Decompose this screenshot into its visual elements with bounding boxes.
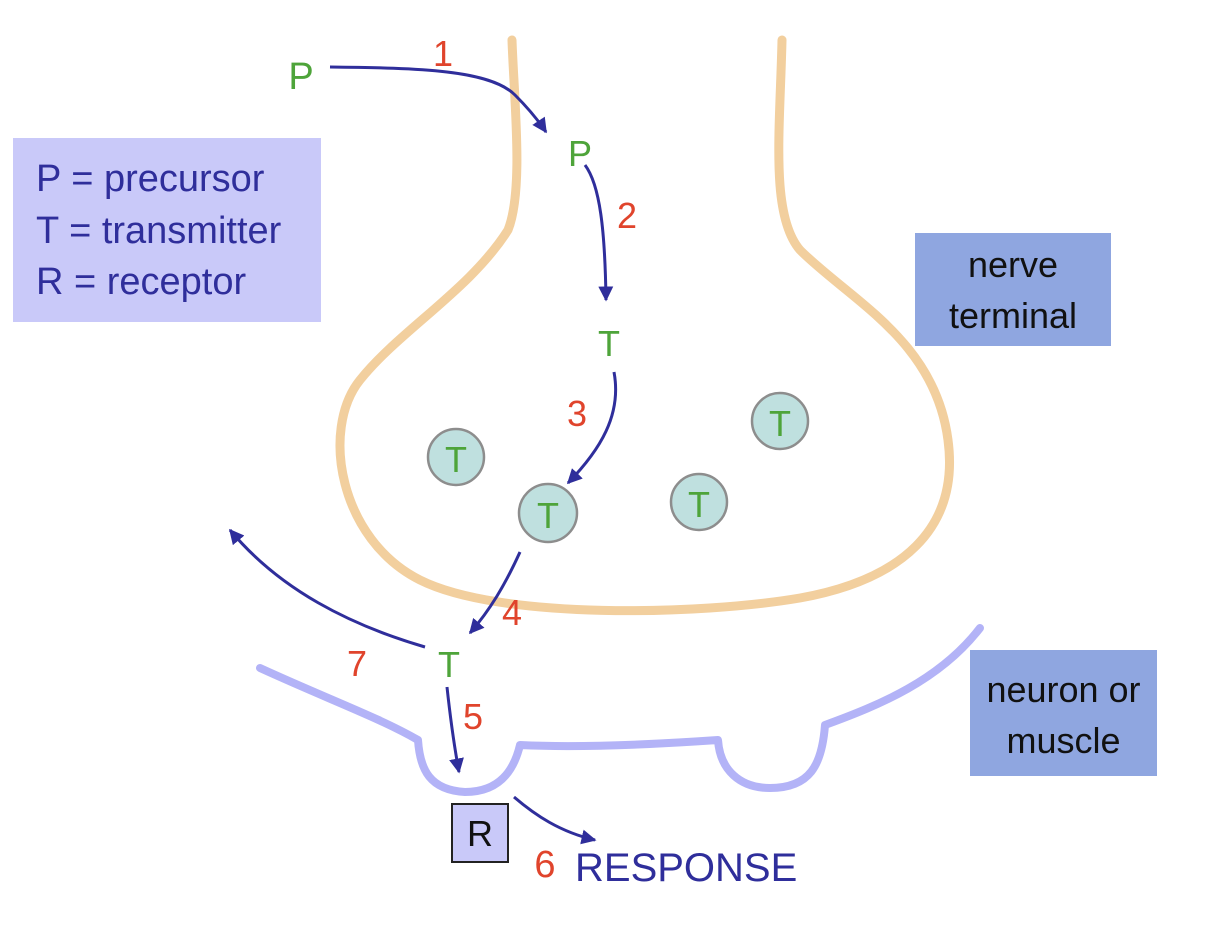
step-2: 2 <box>617 195 637 236</box>
nerve-terminal-membrane <box>335 35 954 616</box>
vesicle-4-label: T <box>769 403 791 444</box>
arrow-step-6 <box>513 795 597 845</box>
vesicle-2-label: T <box>537 495 559 536</box>
vesicle-2: T <box>517 482 579 544</box>
legend-box: P = precursor T = transmitter R = recept… <box>13 138 321 322</box>
vesicle-1-label: T <box>445 439 467 480</box>
step-1: 1 <box>433 33 453 74</box>
arrow-step-5 <box>445 686 464 774</box>
vesicle-1: T <box>426 427 486 487</box>
step-6: 6 <box>534 844 555 886</box>
arrow-step-2 <box>583 164 614 302</box>
receptor: R <box>451 803 509 863</box>
postsynaptic-membrane <box>256 624 984 796</box>
step-7: 7 <box>347 643 367 684</box>
legend-precursor: P = precursor <box>36 158 265 200</box>
transmitter-released: T <box>438 644 460 685</box>
vesicle-4: T <box>750 391 810 451</box>
vesicle-3-label: T <box>688 484 710 525</box>
neuron-or-muscle-label: neuron or muscle <box>970 650 1157 776</box>
nerve-terminal-line-2: terminal <box>948 295 1078 336</box>
neuron-line-2: muscle <box>1006 720 1121 761</box>
arrow-step-3 <box>566 371 618 485</box>
neuron-line-1: neuron or <box>986 669 1141 710</box>
legend-transmitter: T = transmitter <box>36 210 282 252</box>
step-4: 4 <box>502 592 522 633</box>
arrow-step-4 <box>468 551 522 635</box>
nerve-terminal-line-1: nerve <box>967 244 1059 285</box>
nerve-terminal-label: nerve terminal <box>915 233 1111 346</box>
legend-receptor: R = receptor <box>36 261 247 303</box>
precursor-outside: P <box>288 56 313 98</box>
response-label: RESPONSE <box>575 846 797 890</box>
step-5: 5 <box>463 696 483 737</box>
transmitter-synthesized: T <box>598 323 620 364</box>
step-3: 3 <box>567 393 587 434</box>
arrow-step-1 <box>329 65 548 134</box>
precursor-inside: P <box>568 133 592 174</box>
arrow-step-7 <box>228 528 426 649</box>
vesicle-3: T <box>669 472 729 532</box>
receptor-label: R <box>467 813 493 854</box>
